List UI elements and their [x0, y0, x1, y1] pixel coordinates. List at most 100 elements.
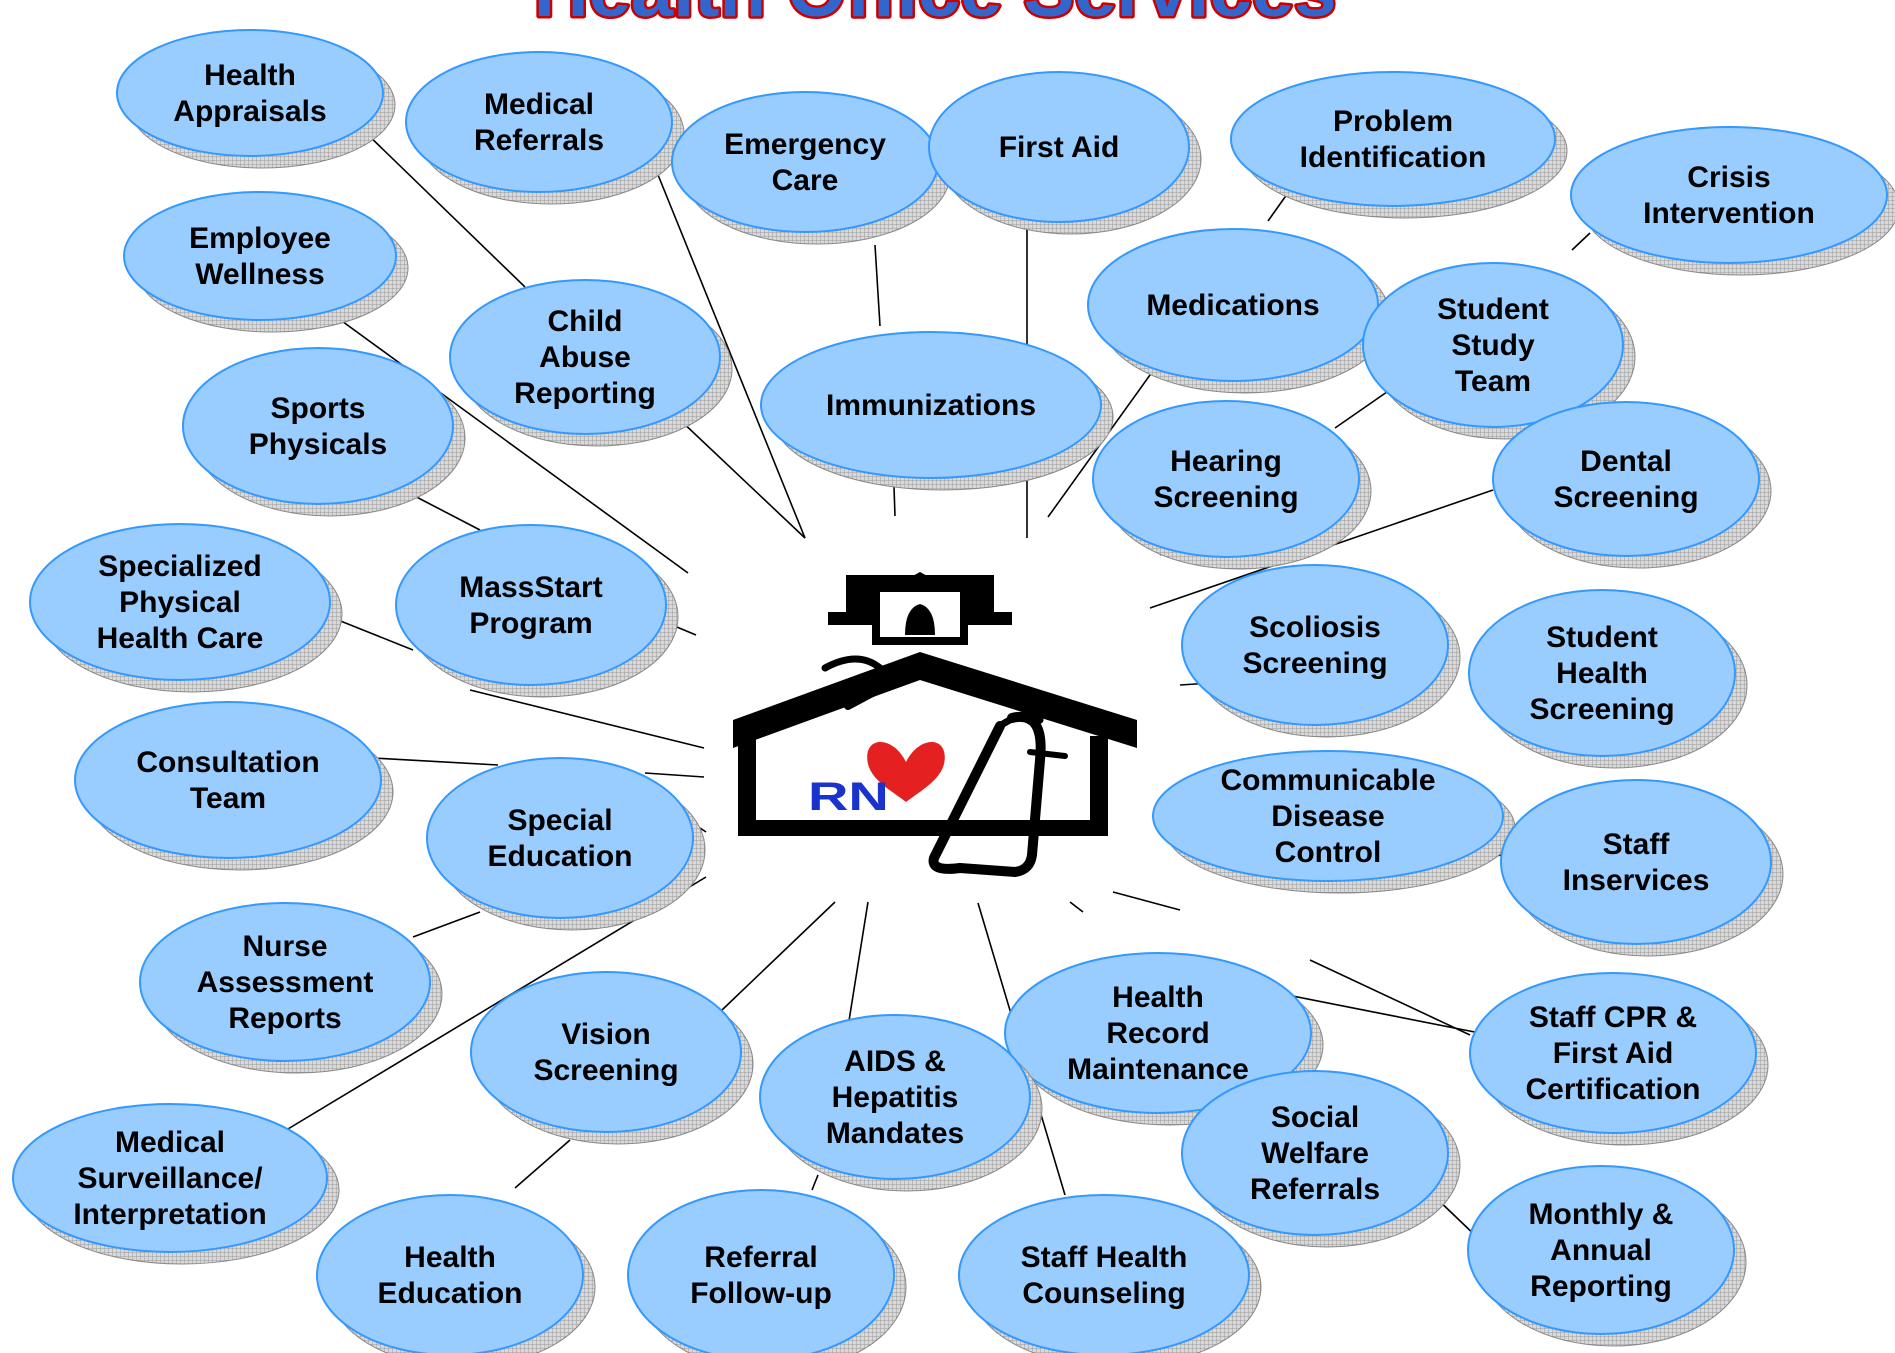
- bubble-shape: [1362, 262, 1624, 428]
- bubble-shape: [759, 1014, 1031, 1180]
- connector-line: [721, 901, 836, 1011]
- page-title: Health Office Services: [534, 0, 1337, 33]
- connector-line: [334, 315, 689, 574]
- bubble-label-line: Screening: [1529, 693, 1674, 726]
- bubble-label-line: Health: [404, 1241, 496, 1274]
- bubble-label-line: Education: [487, 840, 632, 873]
- bubble-label-line: Wellness: [195, 258, 325, 291]
- bubble-label-line: Physicals: [249, 428, 387, 461]
- bubble-label-line: Mandates: [826, 1117, 964, 1150]
- heart-icon: [867, 741, 945, 802]
- bubble-label-line: Reports: [228, 1002, 341, 1035]
- bubble-shape: [29, 523, 331, 681]
- bubble-label-line: Maintenance: [1067, 1053, 1249, 1086]
- bubble-label-line: Sports: [270, 392, 365, 425]
- connector-line: [811, 1174, 819, 1191]
- bubble-label-line: Consultation: [136, 746, 319, 779]
- bubble-label-line: First Aid: [999, 131, 1120, 164]
- bubble-shape: [671, 91, 939, 233]
- bubble-shape: [395, 524, 667, 686]
- bubble-label-line: Counseling: [1022, 1277, 1185, 1310]
- bubble-label-line: Vision: [561, 1018, 650, 1051]
- bubble-label-line: Inservices: [1563, 864, 1710, 897]
- bubble-label-line: Staff Health: [1021, 1241, 1188, 1274]
- bubble-label-line: Student: [1437, 293, 1549, 326]
- bubble-shape: [12, 1103, 328, 1253]
- bubble-label-line: Intervention: [1643, 197, 1815, 230]
- bubble-shape: [116, 29, 384, 157]
- bubble-shape: [405, 51, 673, 193]
- bubble-label-line: Special: [507, 804, 612, 837]
- bubble-medications: Medications: [1087, 228, 1391, 394]
- bubble-label-line: Medications: [1146, 289, 1319, 322]
- bubble-shape: [182, 347, 454, 505]
- bubble-label-line: Monthly &: [1529, 1198, 1674, 1231]
- connector-line: [651, 159, 806, 539]
- bubble-label-line: MassStart: [459, 571, 602, 604]
- bubble-label-line: Emergency: [724, 128, 886, 161]
- bubble-shape: [316, 1194, 584, 1353]
- bubble-label-line: Annual: [1550, 1234, 1652, 1267]
- bubble-label-line: Reporting: [1530, 1270, 1672, 1303]
- bubble-label-line: Referral: [704, 1241, 817, 1274]
- bubble-label-line: Screening: [1553, 481, 1698, 514]
- bubble-label-line: Reporting: [514, 377, 656, 410]
- bubble-label-line: Team: [190, 782, 266, 815]
- connector-line: [372, 757, 499, 766]
- bubble-label-line: Follow-up: [690, 1277, 832, 1310]
- bubble-label-line: Interpretation: [73, 1198, 266, 1231]
- bubble-shape: [1092, 400, 1360, 558]
- bubble-label: Immunizations: [826, 389, 1036, 422]
- bubble-label-line: Referrals: [474, 124, 604, 157]
- connector-line: [874, 244, 881, 327]
- connector-line: [469, 689, 705, 749]
- bubble-label-line: Care: [772, 164, 839, 197]
- rn-logo-text: RN: [808, 775, 889, 819]
- bubble-shape: [1467, 1165, 1735, 1335]
- connector-line: [362, 129, 526, 288]
- bubble-shape: [1087, 228, 1379, 382]
- bubble-label-line: Child: [548, 305, 623, 338]
- bubble-label-line: Disease: [1271, 800, 1384, 833]
- bubble-label-line: Social: [1271, 1101, 1359, 1134]
- bubble-shape: [139, 902, 431, 1062]
- bubble-shape: [760, 331, 1102, 479]
- connector-line: [847, 901, 869, 1028]
- bubble-label-line: Health: [204, 59, 296, 92]
- bubble-shape: [426, 757, 694, 919]
- bubble-label-line: Employee: [189, 222, 331, 255]
